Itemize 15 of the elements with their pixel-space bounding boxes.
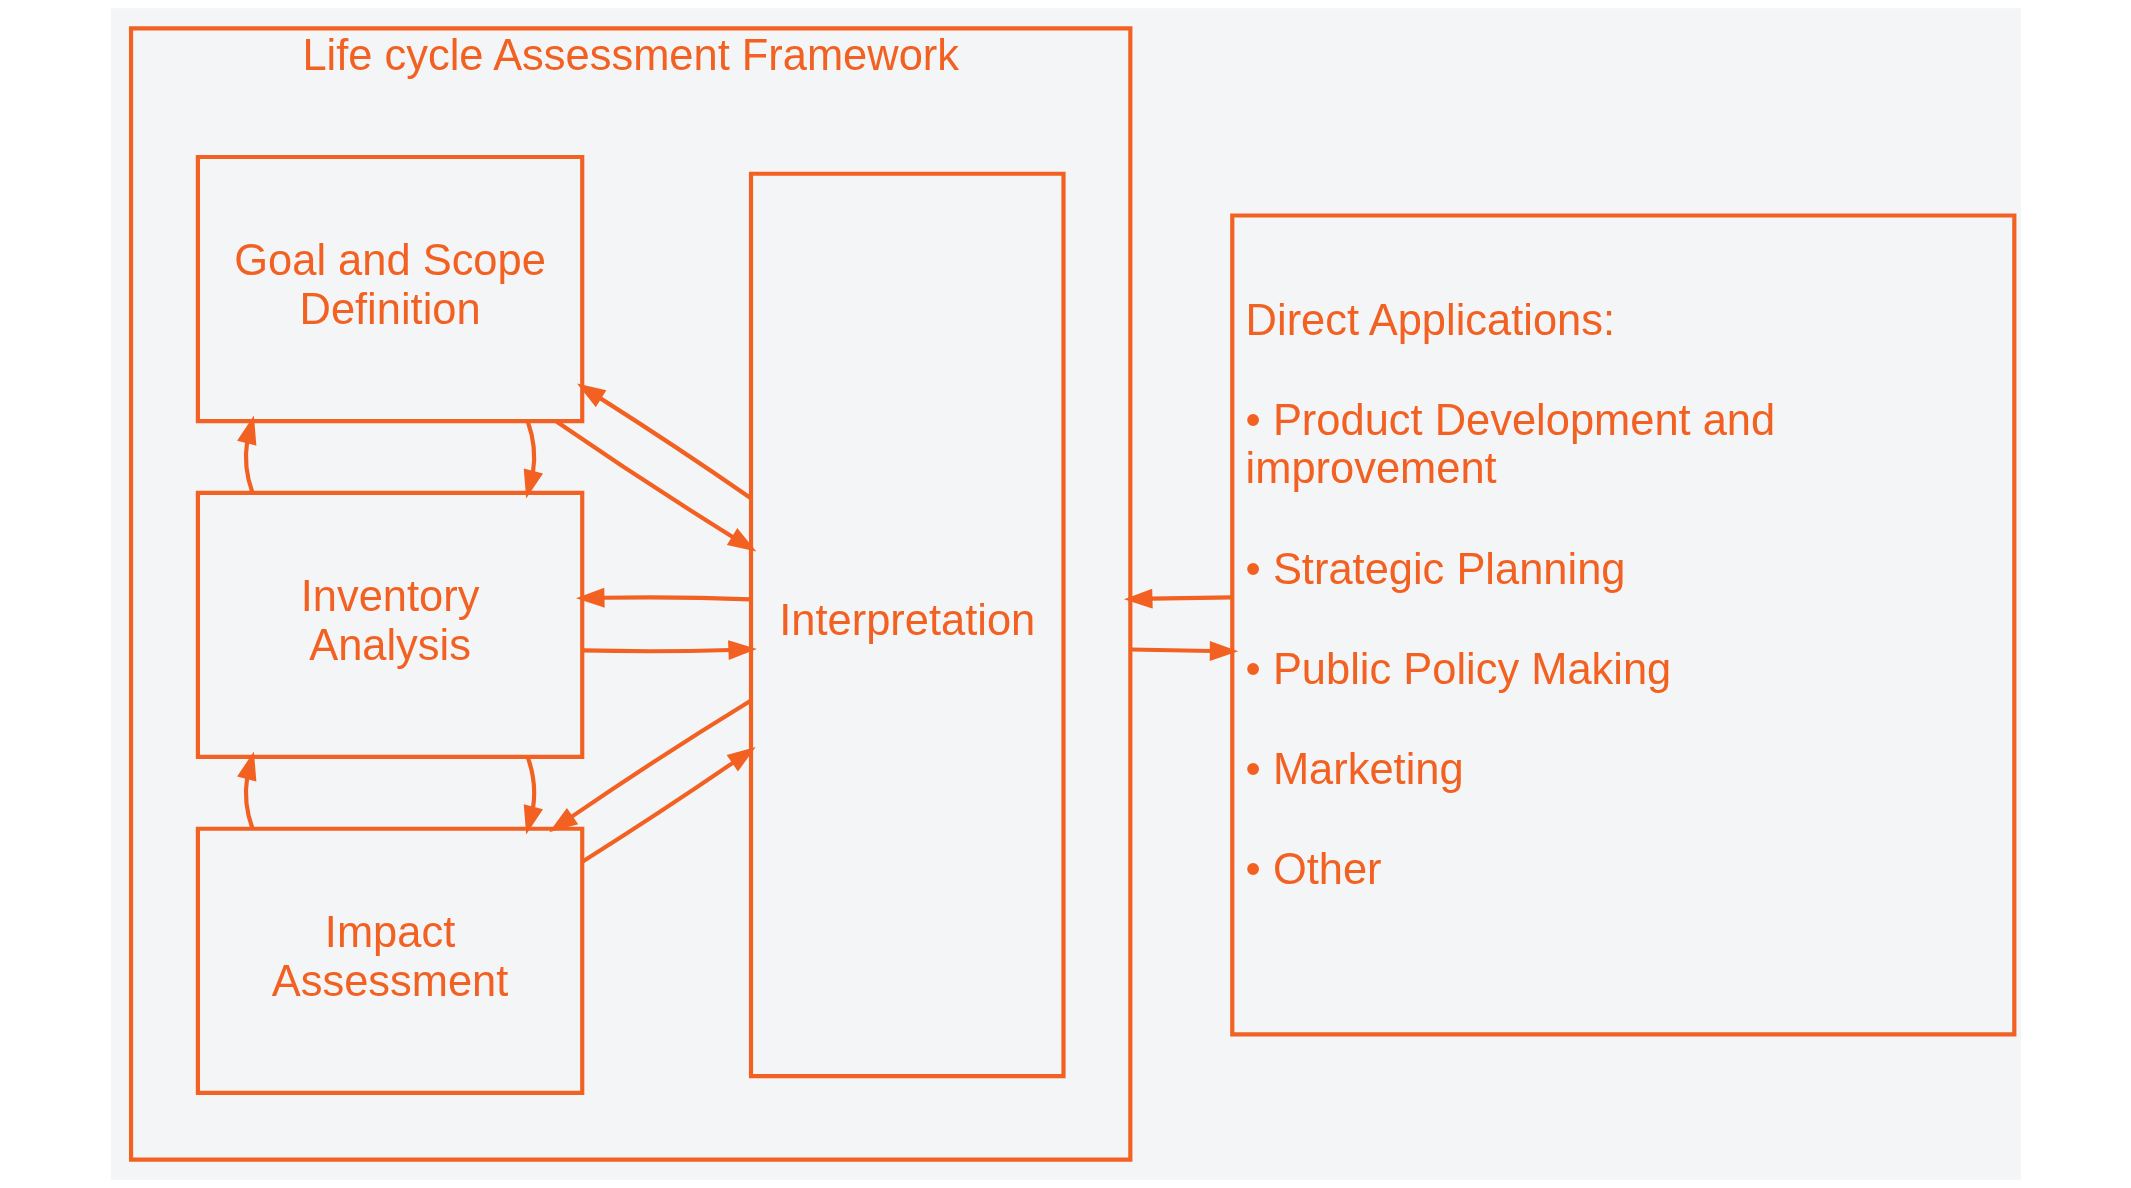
arrow	[523, 421, 543, 499]
arrow	[548, 698, 752, 833]
arrow	[236, 415, 256, 494]
arrow	[576, 383, 752, 500]
node-box: Goal and Scope Definition	[195, 154, 584, 424]
arrow	[575, 587, 751, 608]
node-box: Impact Assessment	[195, 826, 584, 1095]
node-box: Direct Applications: • Product Development and improvement • Strategic Planning • Public Policy Making • Marketing • Other	[1229, 213, 2016, 1037]
arrow	[1123, 588, 1232, 609]
arrow	[581, 640, 757, 661]
node-box: Inventory Analysis	[195, 490, 584, 759]
arrow	[236, 751, 256, 829]
arrow	[523, 756, 543, 835]
node-box: Interpretation	[748, 171, 1066, 1079]
arrow	[1129, 641, 1238, 661]
